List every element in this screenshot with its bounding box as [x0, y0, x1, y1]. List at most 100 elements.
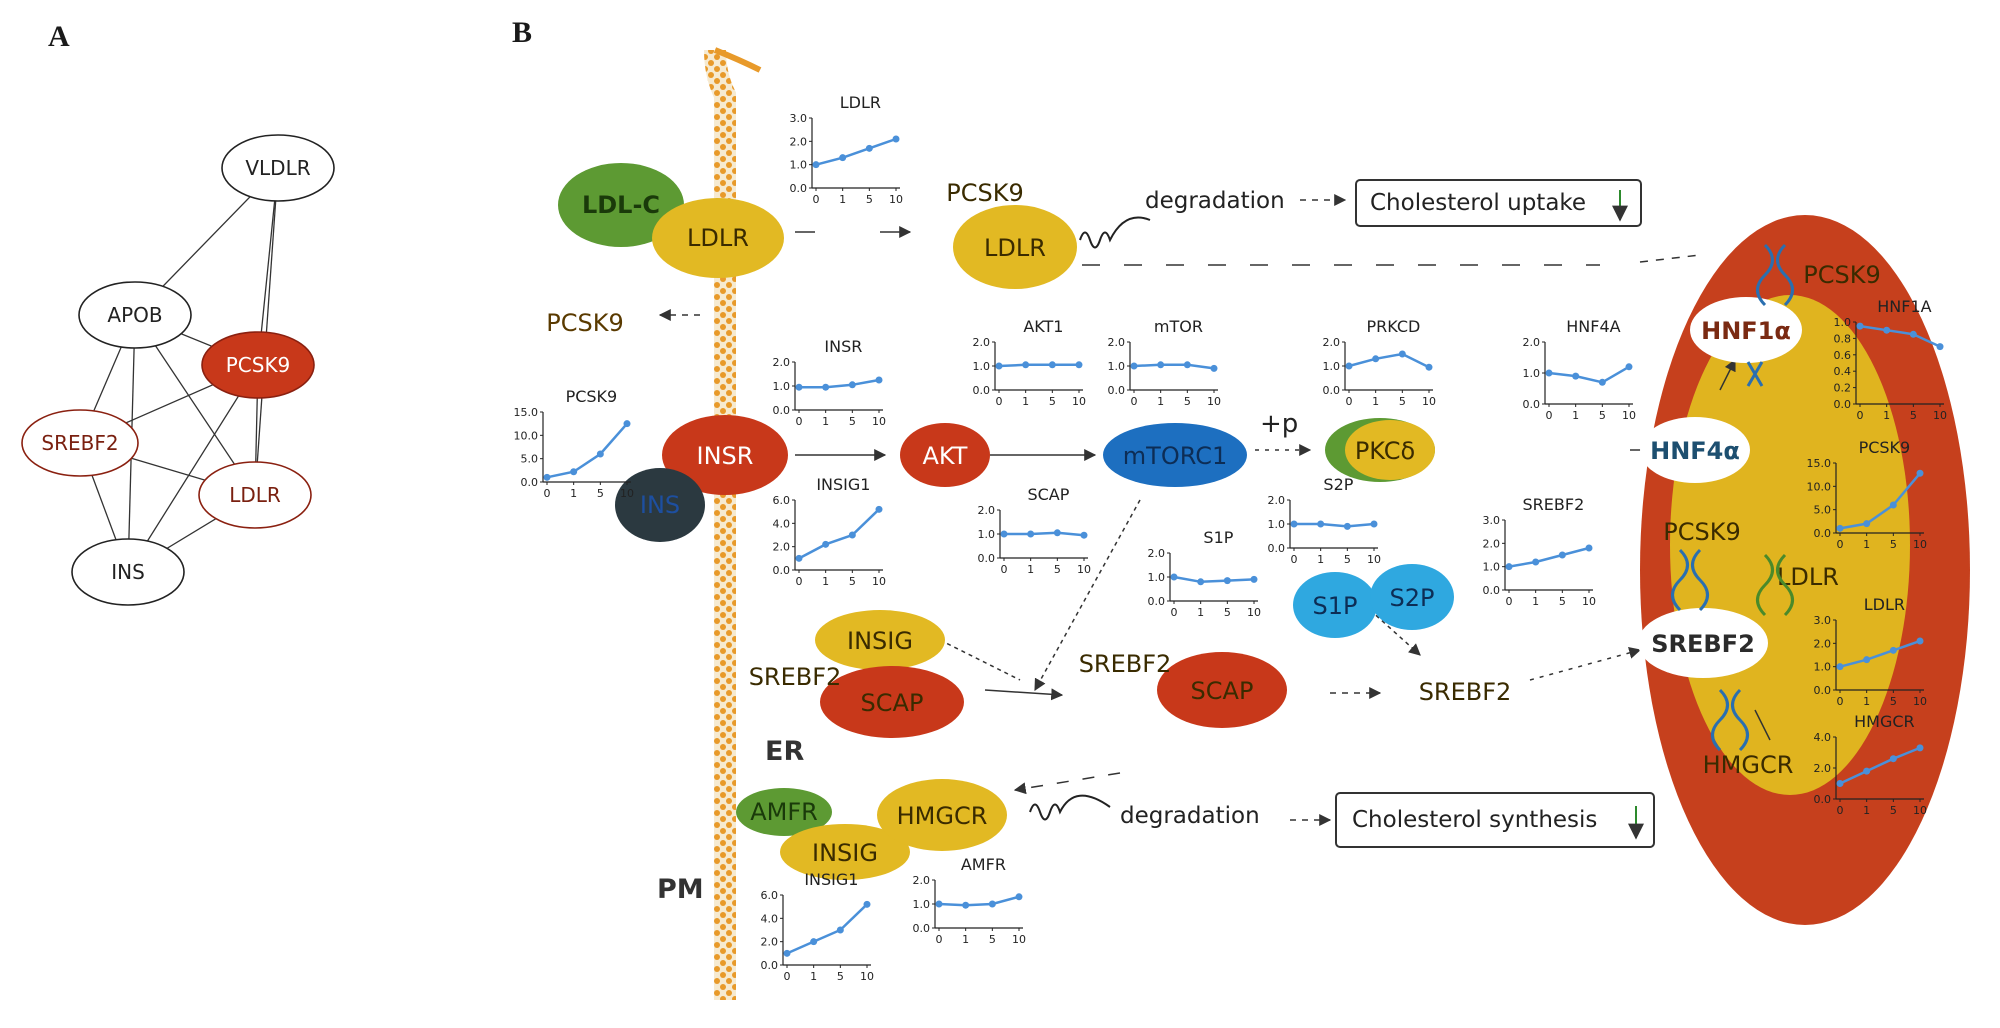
mini-chart-point: [1909, 330, 1917, 338]
network-node-label: APOB: [107, 303, 162, 327]
mini-chart-series-line: [1859, 324, 1941, 348]
mini-chart-x-tick-label: 10: [872, 415, 886, 428]
mini-chart-series-line: [1548, 365, 1630, 384]
mini-chart-series-line: [1348, 352, 1430, 369]
mini-chart-x-tick-label: 0: [813, 193, 820, 206]
network-node-label: INS: [111, 560, 145, 584]
network-node-ins: INS: [71, 538, 185, 606]
hmgcr-label: HMGCR: [897, 802, 988, 830]
mini-chart-x-tick-label: 1: [822, 575, 829, 588]
network-node-label: SREBF2: [41, 431, 118, 455]
mini-chart-y-tick-label: 4.0: [773, 517, 791, 530]
mini-chart-series-line: [1173, 575, 1255, 584]
mini-chart-y-tick-label: 0.0: [790, 182, 808, 195]
mini-chart-y-tick-label: 0.0: [521, 476, 539, 489]
dash-srebf2-hmgcr: [1754, 709, 1771, 741]
mini-chart-y-tick-label: 1.0: [1483, 561, 1501, 574]
ldlr-deg-label: LDLR: [984, 234, 1046, 262]
ldlr-pm-label: LDLR: [687, 224, 749, 252]
squiggle-bottom: [1029, 794, 1111, 821]
mini-chart-point: [1053, 529, 1061, 537]
network-edge: [254, 167, 279, 496]
mini-chart-point: [1157, 361, 1165, 369]
mini-chart-point: [1183, 361, 1191, 369]
scap-mid-label: SCAP: [1191, 677, 1254, 705]
panel-label-b: B: [512, 16, 532, 49]
mini-chart-x-tick-label: 0: [1506, 595, 1513, 608]
pkc-node-group: PKCδ: [1325, 418, 1435, 482]
mini-chart-y-tick-label: 2.0: [1483, 537, 1501, 550]
mini-chart-point: [1080, 531, 1088, 539]
network-edge: [127, 364, 259, 573]
network-node-shape: [201, 331, 315, 399]
mini-chart-point: [962, 901, 970, 909]
degradation-top-label: degradation: [1145, 188, 1285, 214]
mini-chart-x-tick-label: 0: [1837, 695, 1844, 708]
mini-chart-title: LDLR: [840, 93, 881, 112]
akt-label: AKT: [923, 442, 968, 470]
mini-chart-title: S1P: [1203, 528, 1233, 547]
mini-chart-y-tick-label: 1.0: [973, 360, 991, 373]
mini-chart-y-tick-label: 0.0: [1814, 793, 1832, 806]
mini-chart-x-tick-label: 0: [1171, 606, 1178, 619]
mini-chart-point: [1075, 361, 1083, 369]
mini-chart-title: HNF1A: [1877, 297, 1931, 316]
mini-chart-y-tick-label: 10.0: [514, 429, 539, 442]
mini-chart-y-tick-label: 0.0: [1268, 542, 1286, 555]
mini-chart-point: [1916, 637, 1924, 645]
mini-chart-point: [1250, 575, 1258, 583]
mini-chart-point: [1290, 520, 1298, 528]
mini-chart-point: [848, 531, 856, 539]
mini-chart-y-tick-label: 0.0: [773, 404, 791, 417]
mini-chart-x-tick-label: 1: [1883, 409, 1890, 422]
amfr-node: [736, 788, 832, 836]
mini-chart-point: [1936, 343, 1944, 351]
mini-chart-point: [1370, 520, 1378, 528]
mini-chart-x-tick-label: 5: [1890, 695, 1897, 708]
mini-chart-y-tick-label: 0.2: [1834, 382, 1852, 395]
mini-chart-title: INSIG1: [804, 870, 858, 889]
mini-chart-point: [1345, 362, 1353, 370]
mini-chart-point: [1836, 663, 1844, 671]
pcsk9-gene-label: PCSK9: [1663, 518, 1740, 546]
mini-chart-x-tick-label: 5: [1599, 409, 1606, 422]
mini-chart-x-tick-label: 5: [1184, 395, 1191, 408]
mini-chart-x-tick-label: 1: [1372, 395, 1379, 408]
s1p-node: [1293, 572, 1377, 638]
insr-node: [662, 415, 788, 495]
mini-chart-series-line: [1004, 531, 1085, 537]
insig-top-node: [815, 610, 945, 670]
network-node-ldlr: LDLR: [198, 461, 312, 529]
mini-chart-point: [1863, 767, 1871, 775]
mini-chart-x-tick-label: 10: [1072, 395, 1086, 408]
mini-chart-y-tick-label: 0.0: [773, 564, 791, 577]
mini-chart-y-tick-label: 2.0: [1814, 762, 1832, 775]
mini-chart-x-tick-label: 10: [1422, 395, 1436, 408]
mini-chart-x-tick-label: 1: [1027, 563, 1034, 576]
mini-chart-point: [822, 540, 830, 548]
scap-er-node: [820, 666, 964, 738]
mini-chart-y-tick-label: 0.0: [1814, 527, 1832, 540]
mini-chart-point: [1000, 530, 1008, 538]
srebf2-mid-label: SREBF2: [1079, 650, 1172, 678]
mini-chart-y-tick-label: 0.0: [761, 959, 779, 972]
mini-chart-y-tick-label: 2.0: [1148, 547, 1166, 560]
mini-chart-point: [1863, 520, 1871, 528]
mini-chart-point: [848, 381, 856, 389]
mini-chart-title: S2P: [1323, 475, 1353, 494]
mini-chart-x-tick-label: 0: [996, 395, 1003, 408]
dash-line-pcsk9: [1639, 254, 1701, 263]
ins-label: INS: [640, 491, 680, 519]
mini-chart-point: [1343, 522, 1351, 530]
mini-chart-x-tick-label: 5: [1559, 595, 1566, 608]
mini-chart-x-tick-label: 5: [989, 933, 996, 946]
mini-chart-series-line: [546, 422, 628, 479]
mini-chart-y-tick-label: 1.0: [1268, 518, 1286, 531]
ins-node: [615, 468, 705, 542]
mini-chart-point: [812, 161, 820, 169]
insulin-receptor: INSR INS: [615, 415, 788, 542]
